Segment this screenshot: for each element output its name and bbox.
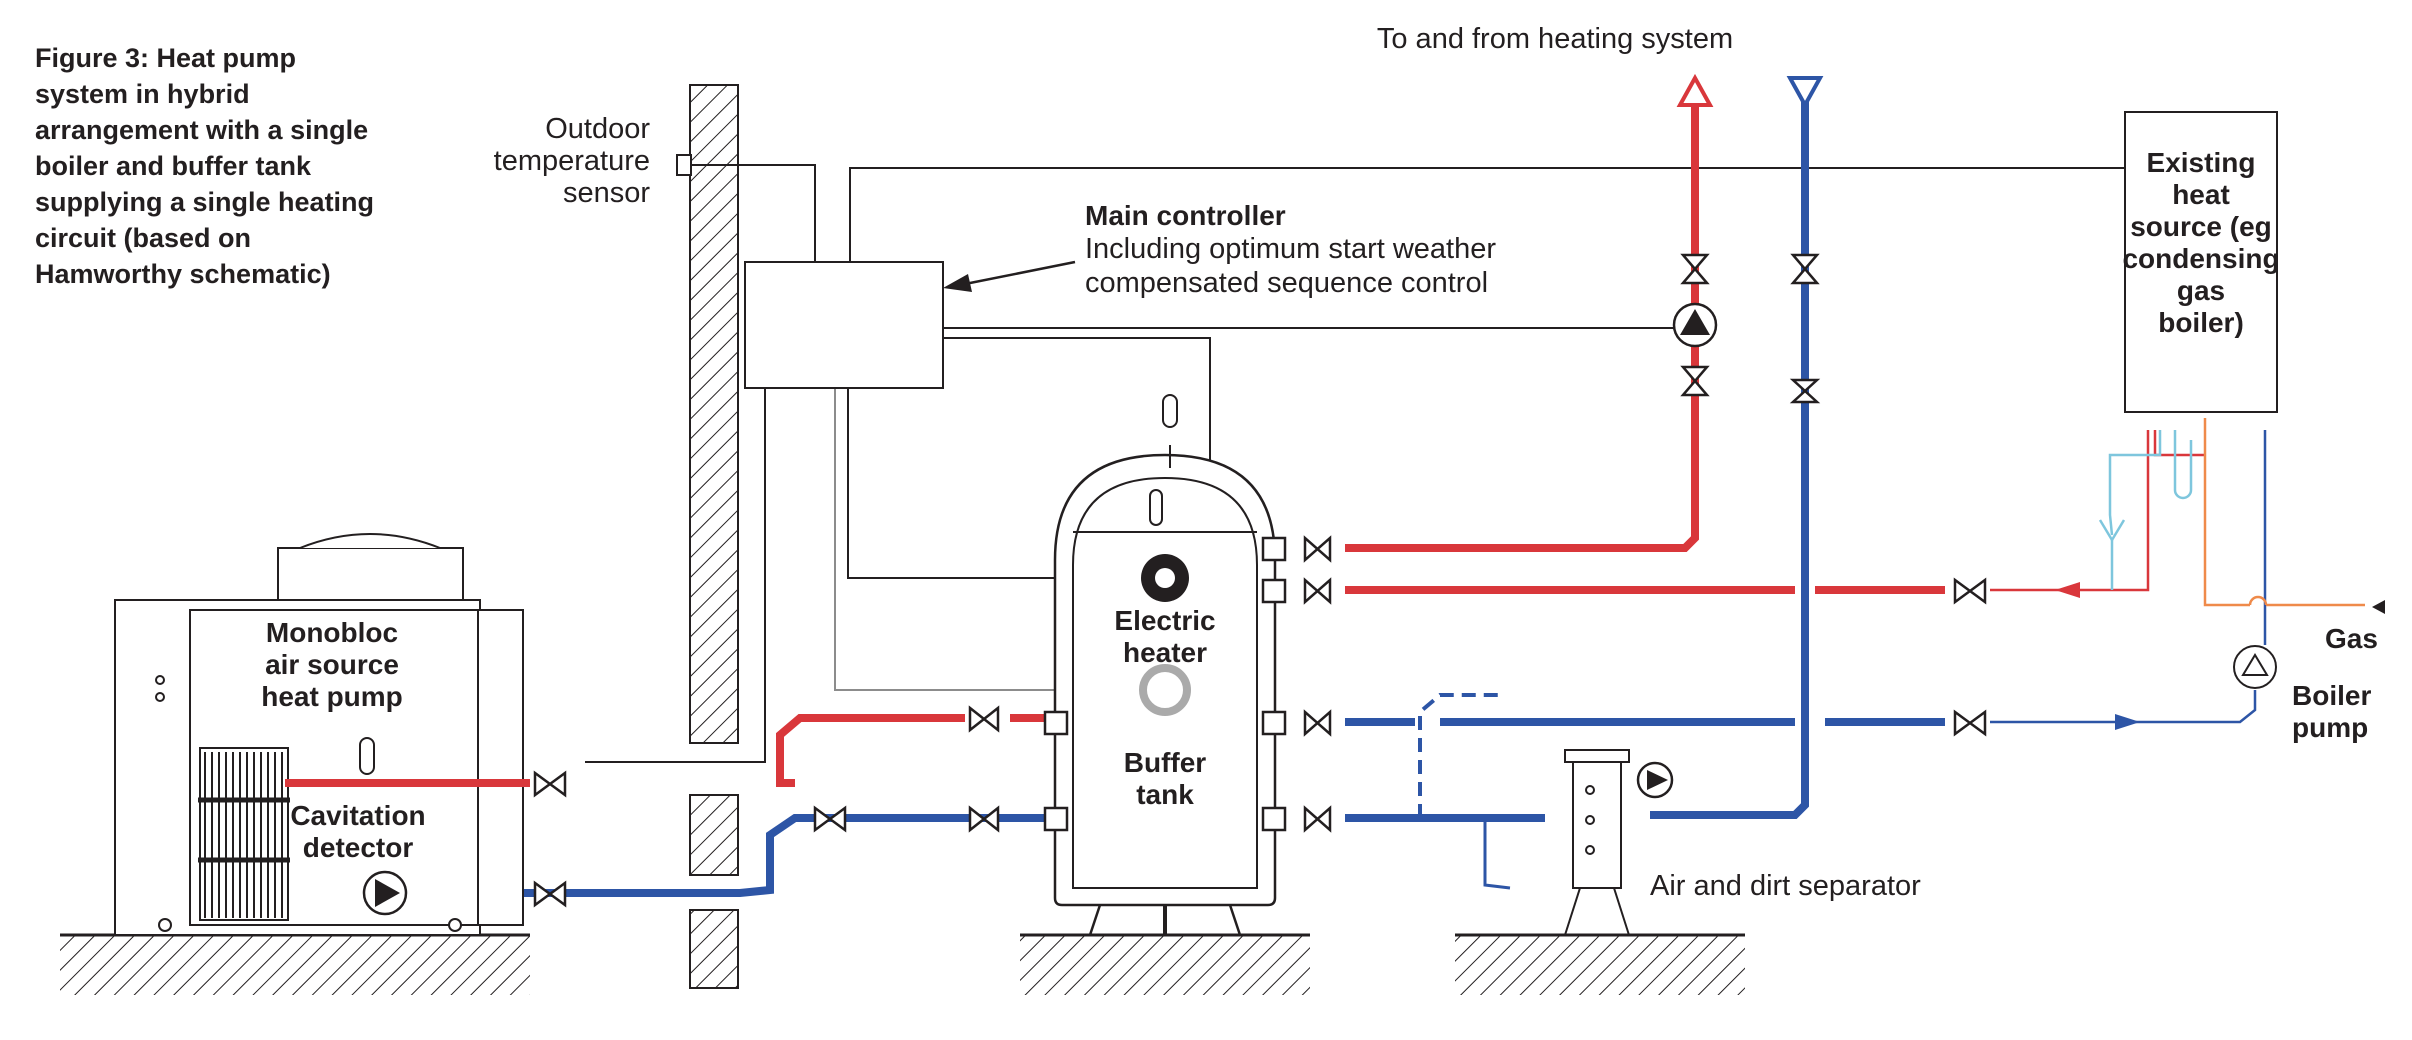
circulation-pump-icon (1672, 302, 1718, 348)
boiler-label-3: source (eg (2130, 211, 2272, 242)
hp-expansion-vessel (359, 737, 375, 775)
cavitation-label-1: Cavitation (290, 800, 425, 831)
heat-pump-label-3: heat pump (261, 681, 403, 712)
boiler-label-2: heat (2172, 179, 2230, 210)
main-controller-line-2: Including optimum start weather (1085, 233, 1496, 265)
flow-pipes-red (776, 100, 1945, 787)
boiler-pump-label-2: pump (2292, 712, 2368, 743)
hp-pump-icon (362, 870, 408, 916)
electric-heater-icon (1139, 554, 1191, 716)
heating-system-label: To and from heating system (1377, 23, 1733, 55)
boiler-return-arrow (2115, 714, 2140, 730)
outdoor-sensor-label-2: temperature (494, 145, 650, 177)
heat-pump-unit (114, 533, 524, 936)
controller-arrow (943, 260, 1076, 292)
outdoor-sensor-label-3: sensor (563, 177, 650, 209)
separator-drain-blue (1483, 816, 1545, 890)
figure-caption: Figure 3: Heat pump system in hybrid arr… (35, 43, 375, 289)
buffer-tank-label-2: tank (1136, 779, 1194, 810)
main-controller-line-3: compensated sequence control (1085, 267, 1488, 299)
electric-heater-label-2: heater (1123, 637, 1207, 668)
boiler-label-6: boiler) (2158, 307, 2244, 338)
boiler-label-1: Existing (2147, 147, 2256, 178)
heating-flow-arrow (1676, 73, 1714, 107)
buffer-tank (1043, 394, 1287, 937)
separator-pump-icon (1636, 761, 1674, 799)
electric-heater-label-1: Electric (1114, 605, 1215, 636)
boiler-pump-icon (2233, 645, 2277, 689)
control-wiring-grey (834, 388, 1130, 691)
heat-pump-label-1: Monobloc (266, 617, 398, 648)
boiler-label-5: gas (2177, 275, 2225, 306)
gas-arrow (2372, 600, 2385, 614)
gas-line (2203, 418, 2365, 607)
heating-return-arrow (1786, 76, 1824, 110)
control-wiring (585, 154, 2125, 763)
air-dirt-separator (1564, 749, 1630, 936)
cavitation-label-2: detector (303, 832, 414, 863)
boiler-label-4: condensing (2122, 243, 2279, 274)
boiler-flow-arrow (2055, 582, 2080, 598)
separator-label: Air and dirt separator (1650, 870, 1921, 902)
boiler-return-blue-thin (1990, 430, 2267, 724)
tundish (2098, 519, 2126, 590)
safety-discharge (2108, 430, 2193, 536)
outdoor-sensor-label-1: Outdoor (545, 113, 650, 145)
boiler-pump-label-1: Boiler (2292, 680, 2371, 711)
external-wall (689, 84, 739, 989)
main-controller-title: Main controller (1085, 200, 1286, 231)
main-controller-box (744, 261, 944, 389)
buffer-tank-label-1: Buffer (1124, 747, 1207, 778)
boiler-flow-red-thin (1990, 430, 2205, 592)
valve-icons (533, 253, 1987, 908)
ground-hatching (60, 933, 1745, 995)
dashed-bypass (1418, 693, 1500, 818)
existing-boiler-box (2124, 111, 2278, 413)
heat-pump-label-2: air source (265, 649, 399, 680)
gas-label: Gas (2325, 623, 2378, 654)
